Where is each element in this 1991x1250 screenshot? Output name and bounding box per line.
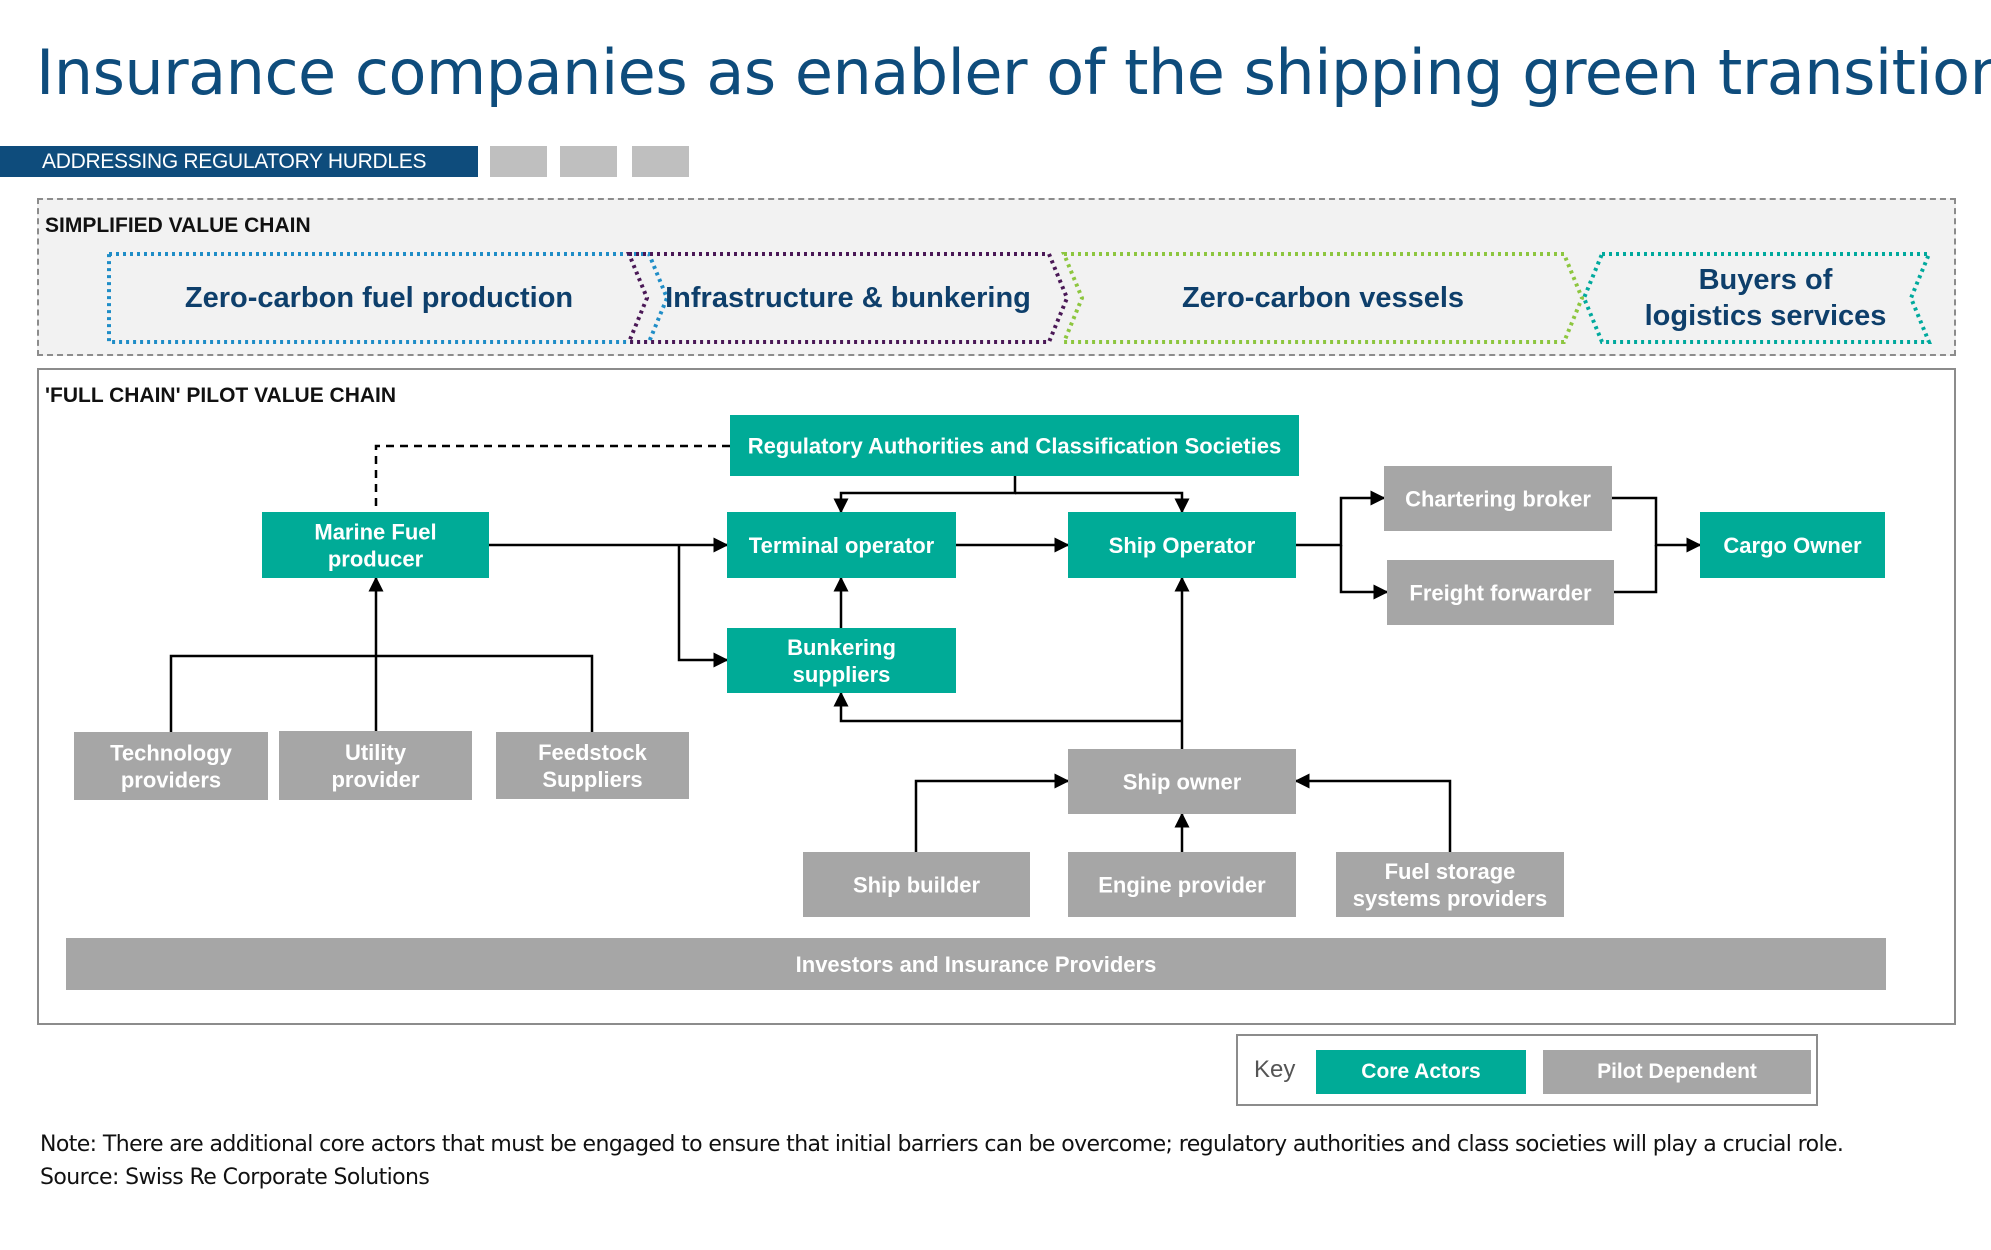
banner-indicator <box>560 146 617 177</box>
stage-label: logistics services <box>1645 300 1887 332</box>
legend-key: Key Core Actors Pilot Dependent <box>1236 1034 1818 1106</box>
stage-chevron-outline <box>1581 252 1932 344</box>
legend-core-actors: Core Actors <box>1316 1050 1526 1094</box>
section-banner: ADDRESSING REGULATORY HURDLES <box>0 146 478 177</box>
value-chain-stage-fuel: Zero-carbon fuel production <box>107 252 670 344</box>
stage-chevron-outline <box>626 252 1070 344</box>
value-chain-stage-buyers: Buyers of logistics services <box>1581 252 1932 344</box>
stage-label: Infrastructure & bunkering <box>665 282 1031 314</box>
stage-chevron-outline <box>1061 252 1585 344</box>
pilot-value-chain-heading: 'FULL CHAIN' PILOT VALUE CHAIN <box>45 384 397 407</box>
footnote: Note: There are additional core actors t… <box>40 1132 1844 1157</box>
simplified-value-chain-heading: SIMPLIFIED VALUE CHAIN <box>45 214 311 237</box>
simplified-value-chain-panel: SIMPLIFIED VALUE CHAIN Zero-carbon fuel … <box>37 198 1956 356</box>
value-chain-stages: Zero-carbon fuel production Infrastructur… <box>107 252 1932 344</box>
stage-label: Zero-carbon vessels <box>1182 282 1464 314</box>
source-note: Source: Swiss Re Corporate Solutions <box>40 1165 430 1190</box>
banner-indicator <box>490 146 547 177</box>
legend-pilot-dependent: Pilot Dependent <box>1543 1050 1811 1094</box>
pilot-value-chain-panel: 'FULL CHAIN' PILOT VALUE CHAIN <box>37 368 1956 1025</box>
stage-chevron-outline <box>107 252 670 344</box>
stage-label: Buyers of <box>1699 264 1833 296</box>
value-chain-stage-vessels: Zero-carbon vessels <box>1061 252 1585 344</box>
stage-label: Zero-carbon fuel production <box>185 282 573 314</box>
legend-key-label: Key <box>1254 1056 1296 1083</box>
page-title: Insurance companies as enabler of the sh… <box>36 36 1991 109</box>
value-chain-stage-infra: Infrastructure & bunkering <box>626 252 1070 344</box>
banner-indicator <box>632 146 689 177</box>
